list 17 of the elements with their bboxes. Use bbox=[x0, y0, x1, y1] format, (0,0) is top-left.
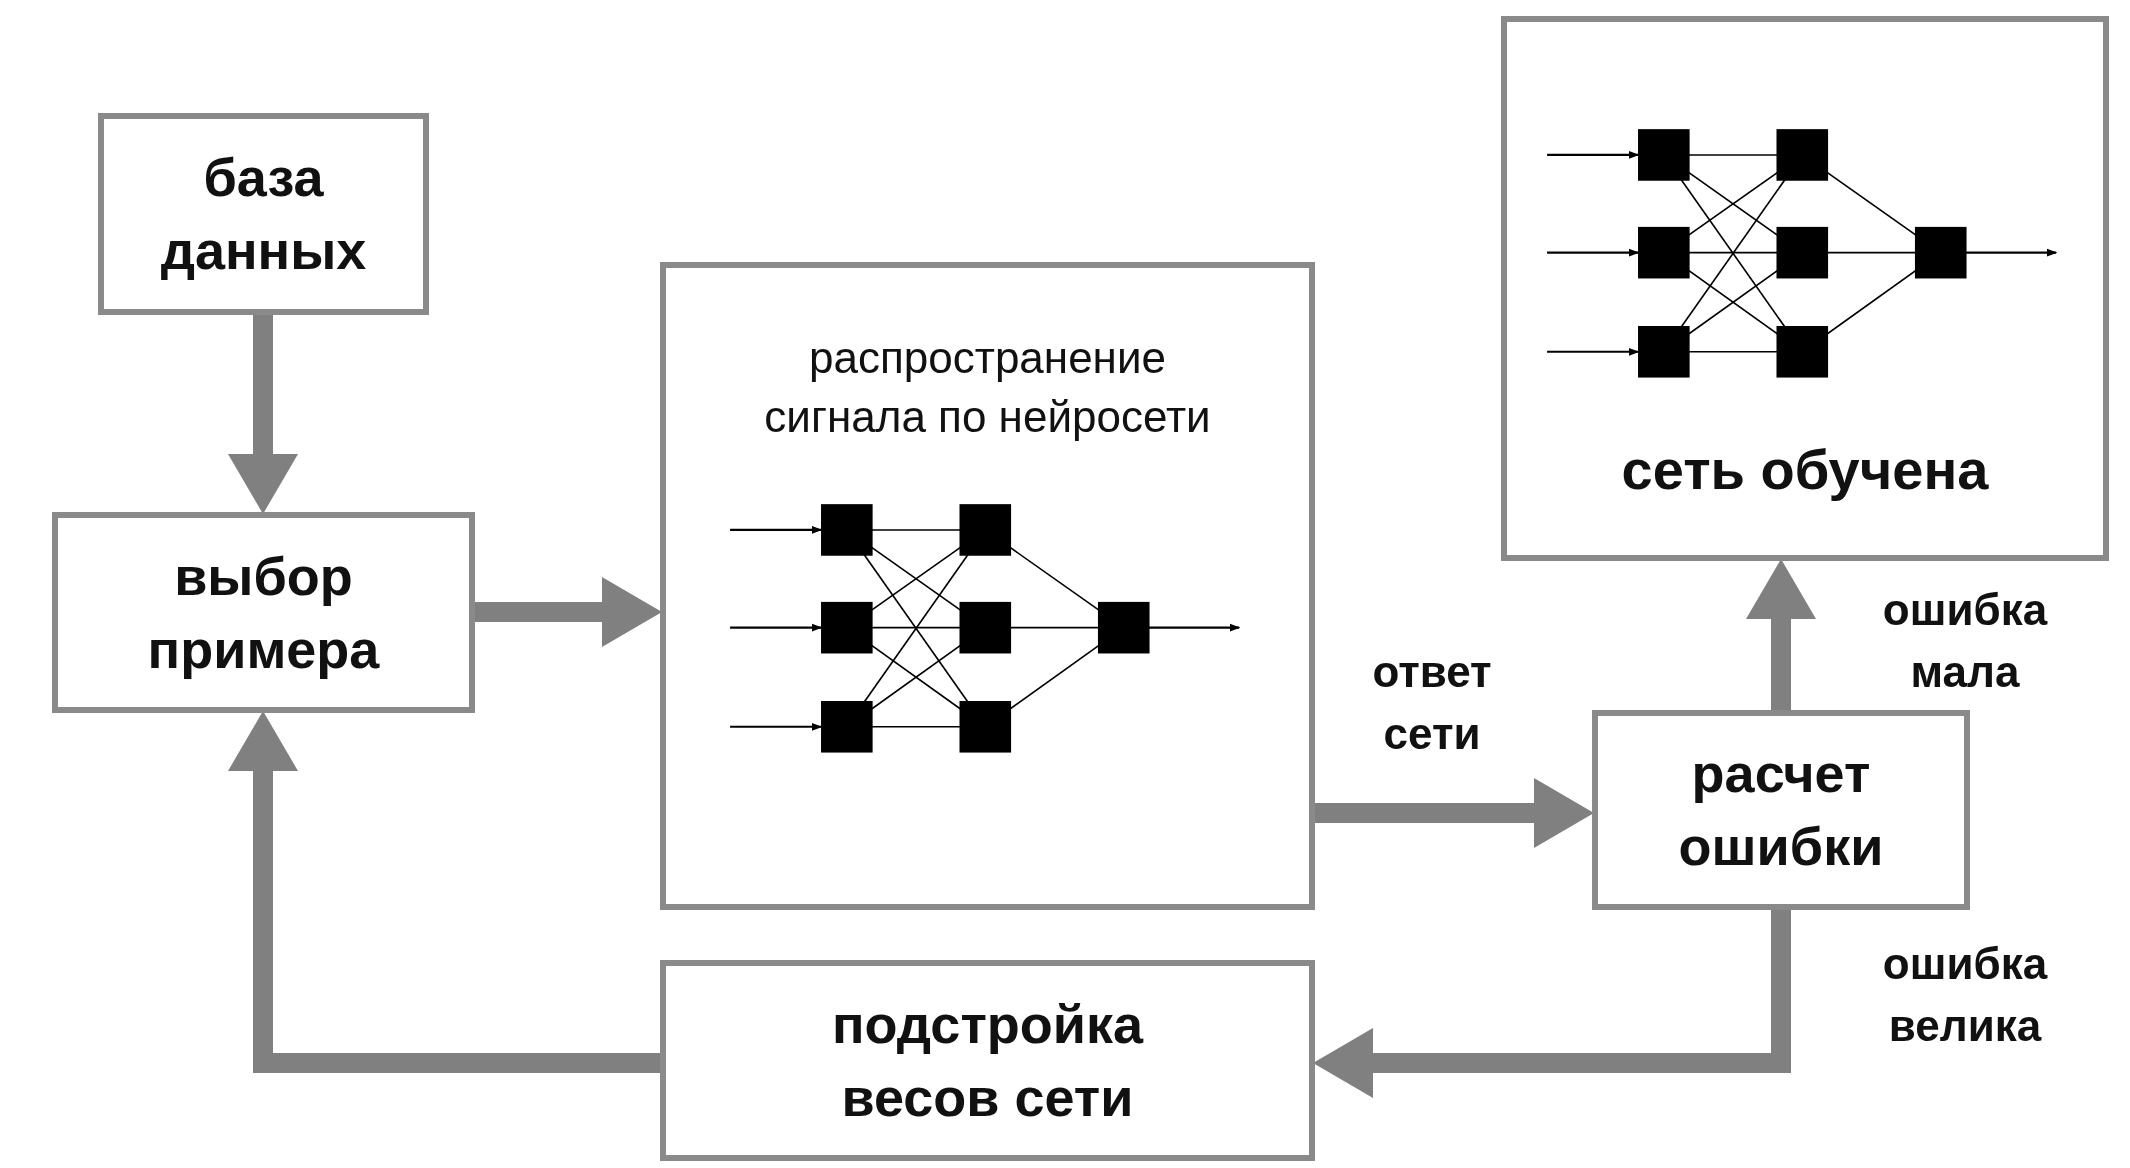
process-box bbox=[1501, 16, 2109, 561]
arrow bbox=[475, 577, 662, 647]
arrow bbox=[228, 315, 298, 514]
arrow bbox=[228, 711, 660, 1073]
process-box bbox=[52, 512, 475, 713]
node-text: распространение сигнала по нейросети bbox=[763, 332, 1212, 444]
process-box bbox=[98, 113, 429, 315]
process-box bbox=[1592, 710, 1970, 910]
node-text: сеть обучена bbox=[1621, 437, 1989, 503]
node-text: расчет ошибки bbox=[1677, 742, 1885, 878]
process-box bbox=[660, 262, 1315, 910]
node-text: база данных bbox=[159, 146, 368, 282]
node-text: выбор примера bbox=[146, 544, 381, 681]
arrow bbox=[1315, 778, 1594, 848]
node-text: подстройка весов сети bbox=[830, 992, 1145, 1129]
process-box bbox=[660, 960, 1315, 1161]
arrow bbox=[1746, 559, 1816, 710]
